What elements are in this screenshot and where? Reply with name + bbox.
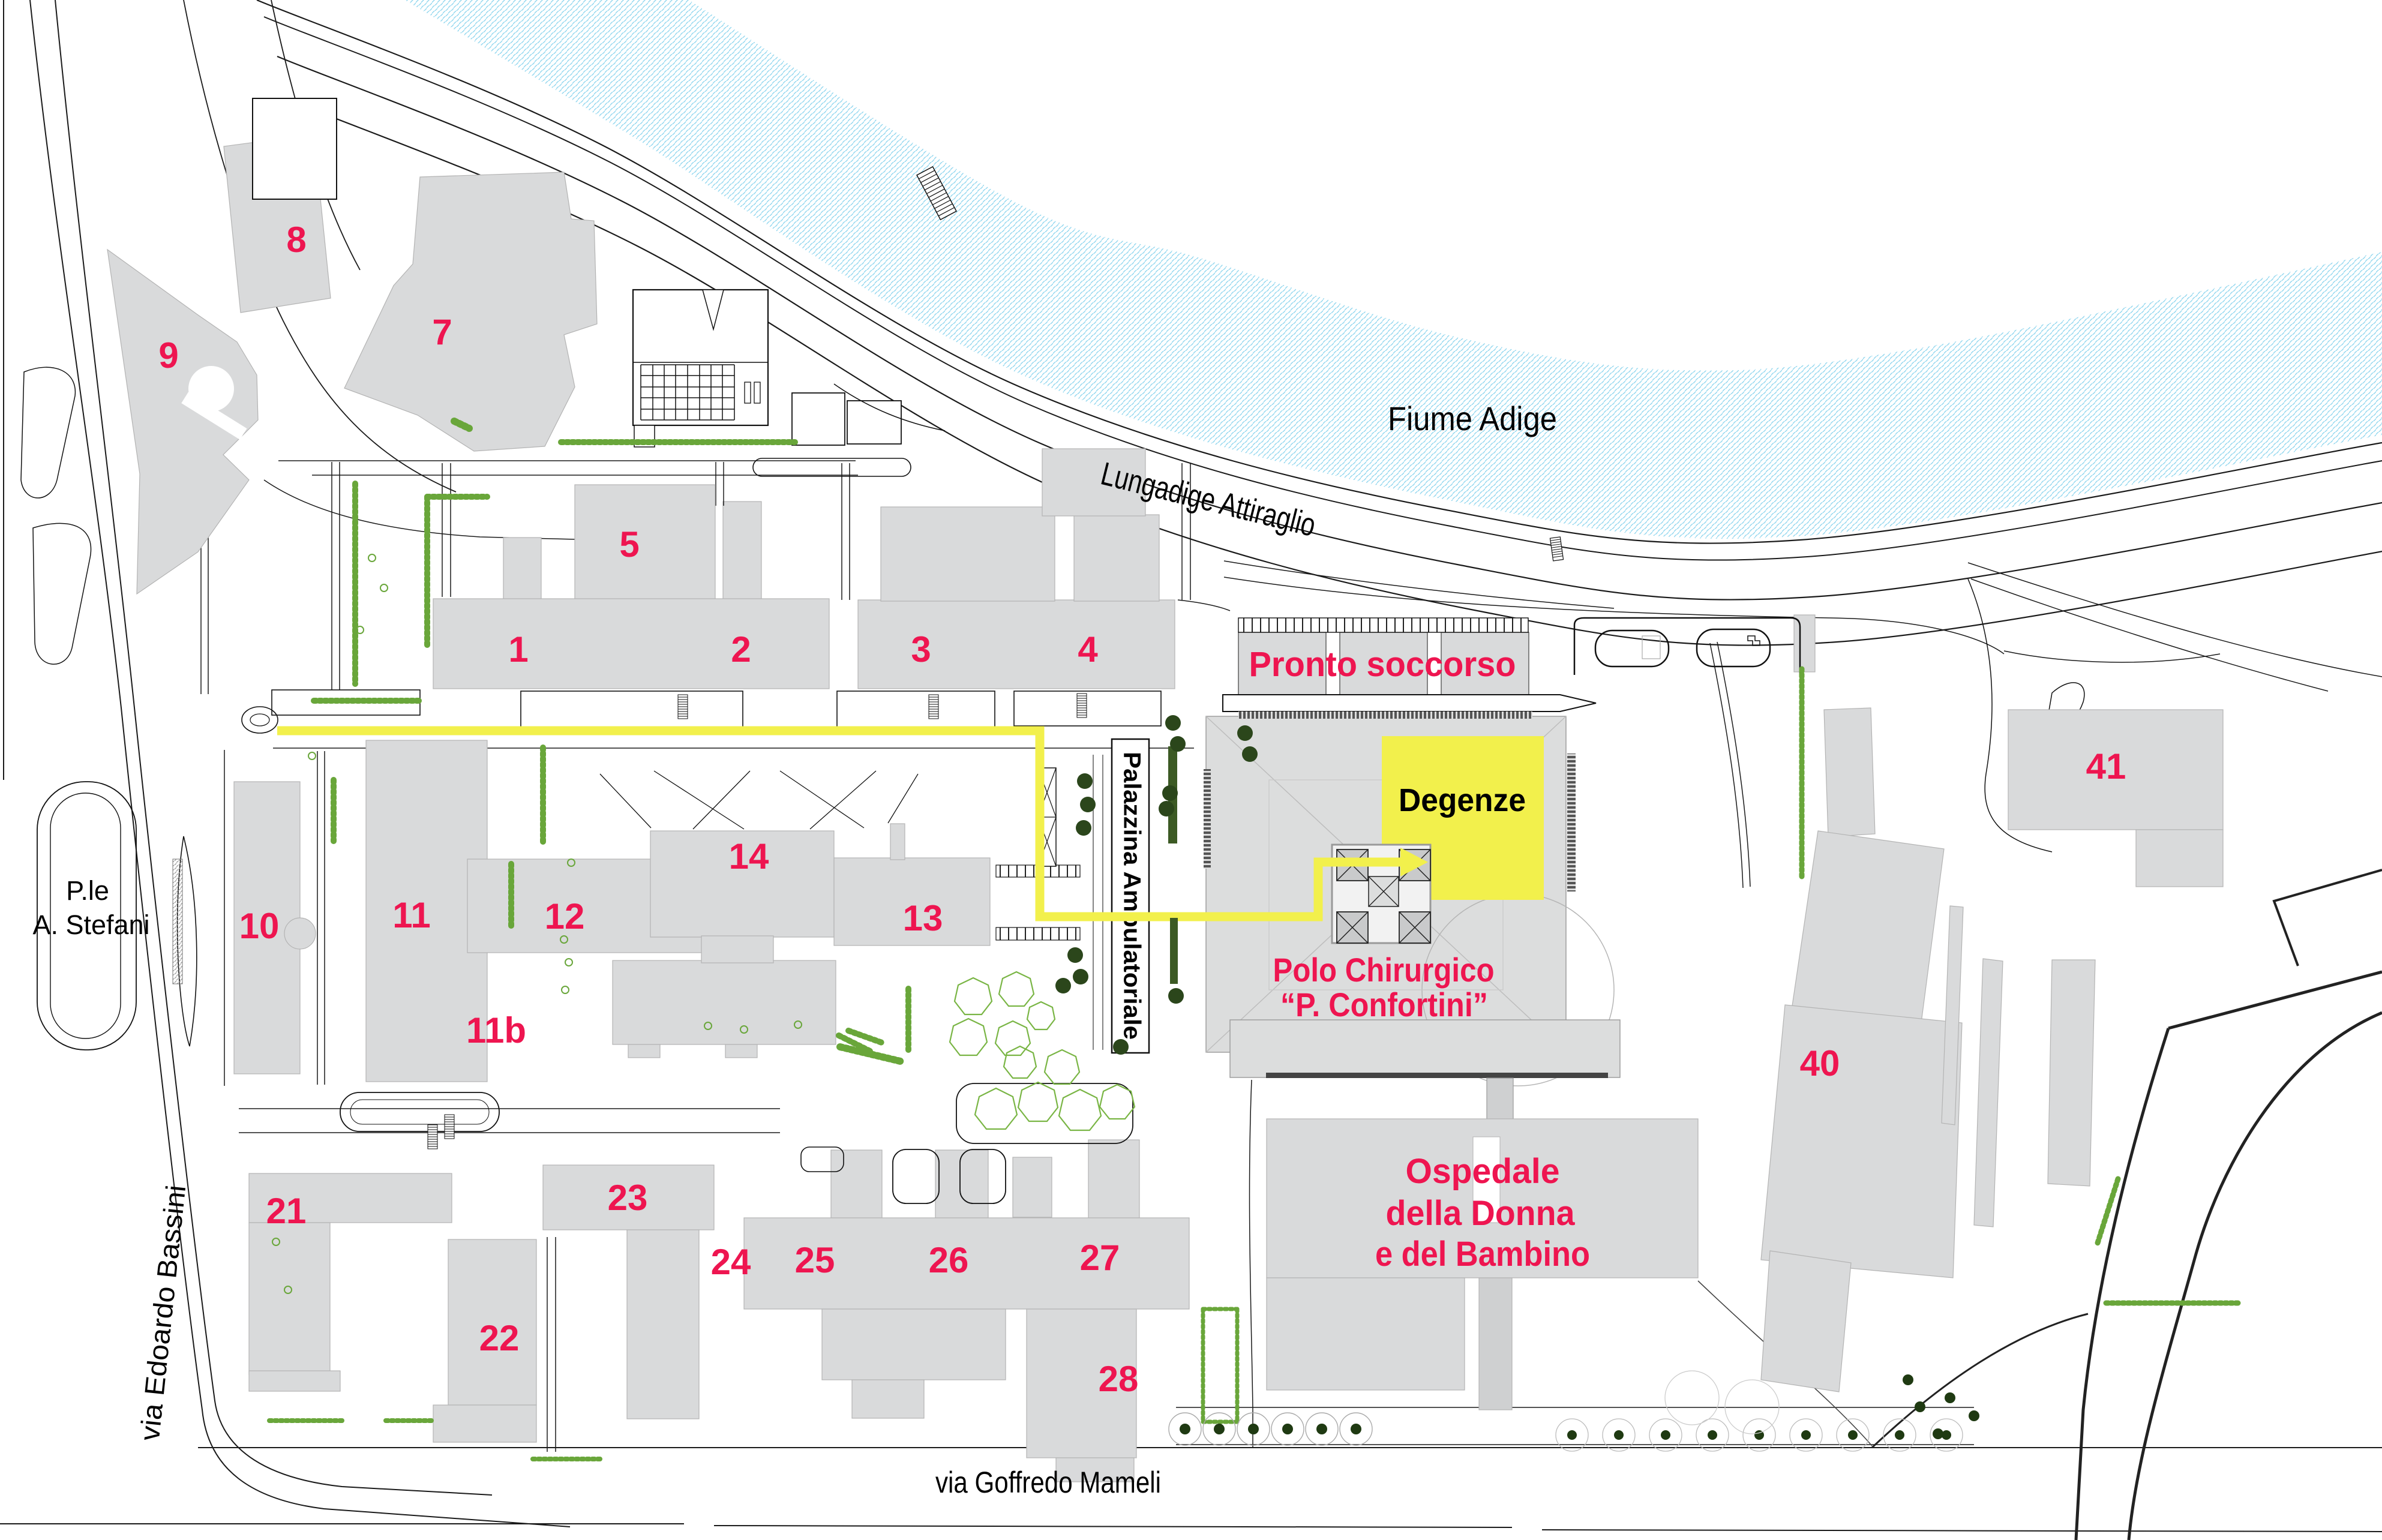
svg-text:Polo Chirurgico: Polo Chirurgico (1273, 951, 1495, 989)
svg-text:Palazzina Ambulatoriale: Palazzina Ambulatoriale (1118, 752, 1145, 1040)
svg-text:22: 22 (479, 1318, 520, 1358)
svg-text:della Donna: della Donna (1386, 1194, 1576, 1233)
svg-text:25: 25 (795, 1240, 835, 1280)
svg-text:11b: 11b (466, 1010, 526, 1050)
svg-text:27: 27 (1080, 1238, 1120, 1278)
svg-text:21: 21 (266, 1191, 307, 1231)
svg-text:e del Bambino: e del Bambino (1375, 1235, 1590, 1274)
svg-text:4: 4 (1078, 629, 1098, 670)
svg-text:40: 40 (1800, 1043, 1840, 1083)
svg-text:8: 8 (286, 220, 306, 260)
svg-text:12: 12 (545, 896, 585, 936)
svg-text:24: 24 (711, 1242, 751, 1282)
svg-text:P.le: P.le (66, 875, 109, 906)
svg-text:23: 23 (608, 1178, 648, 1218)
svg-text:Degenze: Degenze (1399, 782, 1526, 818)
svg-text:11: 11 (392, 895, 430, 935)
svg-text:41: 41 (2086, 746, 2126, 786)
svg-text:9: 9 (158, 335, 178, 376)
svg-text:A. Stefani: A. Stefani (32, 909, 149, 940)
svg-text:5: 5 (619, 524, 639, 565)
svg-text:10: 10 (239, 906, 280, 946)
svg-text:2: 2 (731, 629, 751, 670)
svg-text:14: 14 (729, 836, 769, 876)
svg-text:13: 13 (903, 898, 943, 938)
svg-text:Fiume Adige: Fiume Adige (1388, 400, 1557, 437)
svg-text:“P. Confortini”: “P. Confortini” (1280, 986, 1488, 1023)
svg-text:via Goffredo Mameli: via Goffredo Mameli (935, 1466, 1161, 1499)
svg-text:1: 1 (508, 629, 528, 670)
svg-text:3: 3 (911, 629, 931, 670)
svg-text:26: 26 (929, 1240, 969, 1280)
svg-text:Pronto soccorso: Pronto soccorso (1249, 645, 1516, 684)
svg-text:28: 28 (1099, 1359, 1139, 1399)
svg-text:7: 7 (432, 312, 452, 352)
svg-text:Ospedale: Ospedale (1406, 1152, 1560, 1191)
